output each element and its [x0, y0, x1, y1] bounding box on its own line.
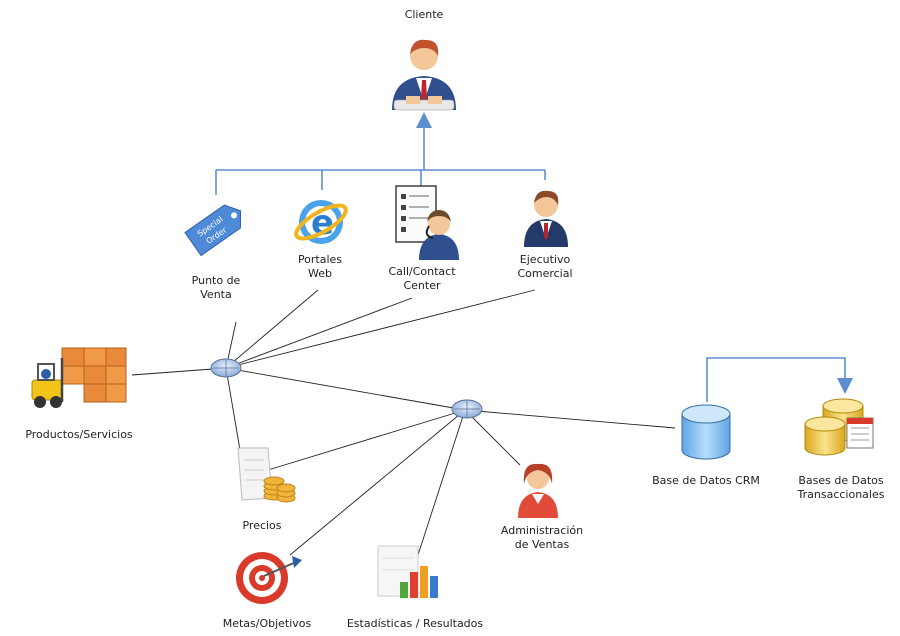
admin-ventas-label: Administración de Ventas — [492, 524, 592, 552]
crm-label: Base de Datos CRM — [652, 474, 760, 487]
portales-web-line-2: Web — [308, 267, 332, 280]
executive-icon — [524, 190, 568, 247]
estadisticas-label: Estadísticas / Resultados — [346, 617, 484, 630]
transaccionales-line-2: Transaccionales — [797, 488, 885, 501]
punto-venta-line-2: Venta — [200, 288, 232, 301]
channel-connector — [215, 112, 546, 195]
metas-label: Metas/Objetivos — [222, 617, 312, 630]
transaccionales-line-1: Bases de Datos — [798, 474, 884, 487]
internet-explorer-icon: e — [294, 200, 348, 244]
ejecutivo-line-2: Comercial — [517, 267, 573, 280]
hub-icon — [210, 358, 242, 378]
target-icon — [236, 552, 302, 604]
call-center-icon — [395, 185, 459, 260]
portales-web-line-1: Portales — [297, 253, 343, 266]
person-icon — [392, 39, 456, 111]
special-order-tag-icon: Special Order — [184, 204, 242, 257]
forklift-boxes-icon — [31, 347, 127, 408]
databases-icon — [804, 398, 874, 456]
female-person-icon — [518, 463, 558, 518]
price-tag-coins-icon — [237, 447, 296, 503]
portales-web-label: Portales Web — [285, 253, 355, 281]
transaccionales-label: Bases de Datos Transaccionales — [785, 474, 897, 502]
call-center-line-2: Center — [403, 279, 441, 292]
ejecutivo-label: Ejecutivo Comercial — [505, 253, 585, 281]
precios-label: Precios — [242, 519, 282, 532]
call-center-line-1: Call/Contact — [388, 265, 456, 278]
admin-ventas-line-2: de Ventas — [514, 538, 570, 551]
productos-label: Productos/Servicios — [25, 428, 133, 441]
db-sync-connector — [706, 357, 853, 402]
punto-venta-label: Punto de Venta — [176, 274, 256, 302]
bar-chart-icon — [377, 545, 438, 598]
punto-venta-line-1: Punto de — [191, 274, 241, 287]
admin-ventas-line-1: Administración — [500, 524, 584, 537]
cliente-label: Cliente — [404, 8, 444, 21]
network-lines — [131, 289, 676, 556]
hub-icon — [451, 399, 483, 419]
ejecutivo-line-1: Ejecutivo — [519, 253, 571, 266]
database-icon — [681, 404, 731, 460]
call-center-label: Call/Contact Center — [372, 265, 472, 293]
